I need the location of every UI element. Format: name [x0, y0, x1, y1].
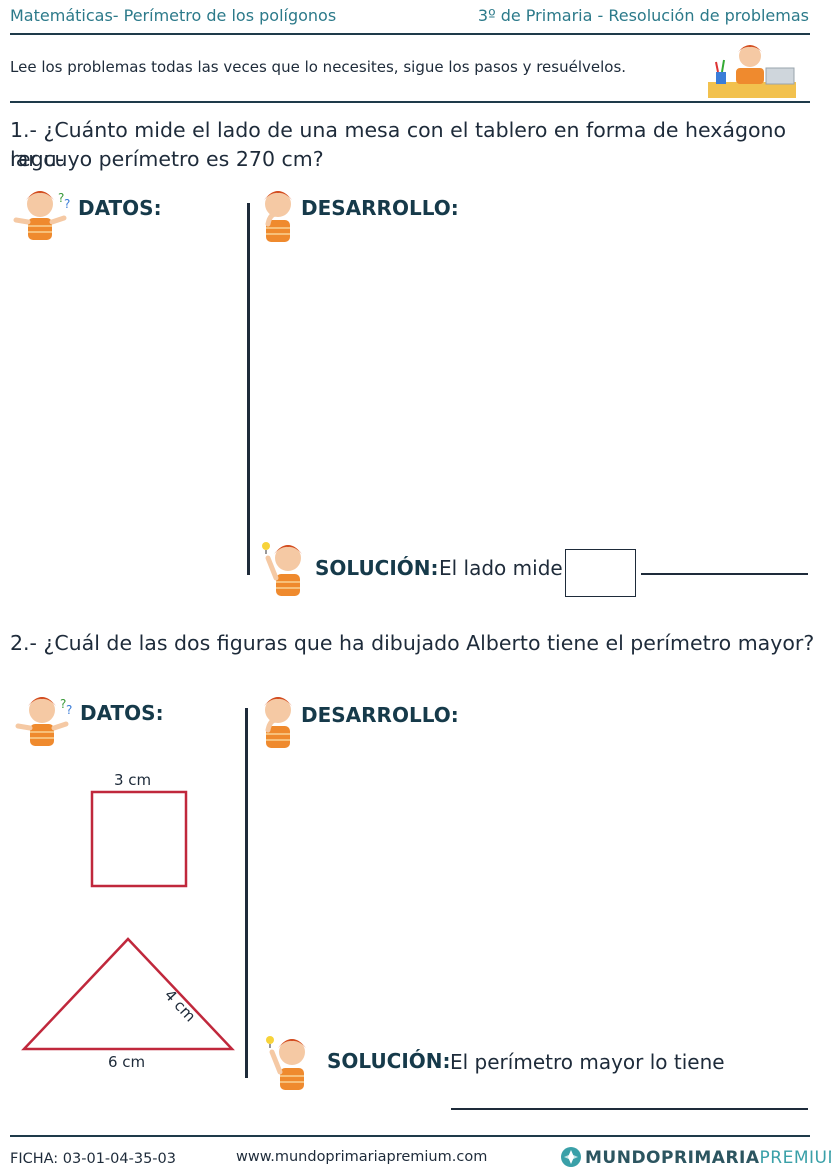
header-subject: Matemáticas- Perímetro de los polígonos: [10, 6, 337, 25]
square-side-label: 3 cm: [114, 771, 152, 789]
problem1-column-divider: [247, 203, 250, 575]
problem1-solucion-text: El lado mide: [439, 556, 563, 580]
header-divider: [10, 33, 810, 35]
problem1-answer-line[interactable]: [641, 573, 808, 575]
pondering-boy-icon: [264, 191, 292, 242]
svg-text:?: ?: [64, 197, 70, 211]
problem1-desarrollo-label: DESARROLLO:: [301, 196, 459, 220]
svg-text:?: ?: [66, 703, 72, 717]
brand-name: MUNDOPRIMARIAPREMIUM: [585, 1148, 831, 1168]
problem1-datos-label: DATOS:: [78, 196, 162, 220]
triangle-figure: [21, 937, 235, 1051]
problem1-answer-box[interactable]: [565, 549, 636, 597]
problem1-question-line1: 1.- ¿Cuánto mide el lado de una mesa con…: [10, 118, 787, 171]
problem2-question: 2.- ¿Cuál de las dos figuras que ha dibu…: [10, 631, 815, 655]
problem1-question-line2: lar cuyo perímetro es 270 cm?: [10, 147, 324, 171]
thinking-boy-icon: ? ?: [15, 697, 72, 746]
square-figure: [90, 790, 188, 888]
header-grade: 3º de Primaria - Resolución de problemas: [477, 6, 809, 25]
ficha-code: FICHA: 03-01-04-35-03: [10, 1151, 176, 1167]
svg-text:?: ?: [60, 697, 66, 711]
brand-premium: PREMIUM: [759, 1148, 831, 1168]
boy-at-desk-illustration: [708, 45, 796, 98]
problem1-solucion-label: SOLUCIÓN:: [315, 556, 439, 580]
idea-boy-icon: [266, 1036, 306, 1090]
problem2-column-divider: [245, 708, 248, 1078]
problem2-datos-label: DATOS:: [80, 701, 164, 725]
svg-text:?: ?: [58, 191, 64, 205]
problem2-solucion-text: El perímetro mayor lo tiene: [450, 1050, 725, 1074]
brand-logo-icon: [561, 1147, 581, 1167]
problem2-solucion-label: SOLUCIÓN:: [327, 1049, 451, 1073]
intro-divider: [10, 101, 810, 103]
problem2-desarrollo-label: DESARROLLO:: [301, 703, 459, 727]
thinking-boy-icon: ? ?: [13, 191, 70, 240]
brand-primaria: PRIMARIA: [661, 1148, 760, 1168]
idea-boy-icon: [262, 542, 302, 596]
pondering-boy-icon: [264, 697, 292, 748]
triangle-base-label: 6 cm: [108, 1053, 146, 1071]
instructions: Lee los problemas todas las veces que lo…: [10, 58, 627, 76]
footer-divider: [10, 1135, 810, 1137]
problem2-answer-line[interactable]: [451, 1108, 808, 1110]
website-link[interactable]: www.mundoprimariapremium.com: [236, 1149, 488, 1165]
brand-mundo: MUNDO: [585, 1148, 662, 1168]
